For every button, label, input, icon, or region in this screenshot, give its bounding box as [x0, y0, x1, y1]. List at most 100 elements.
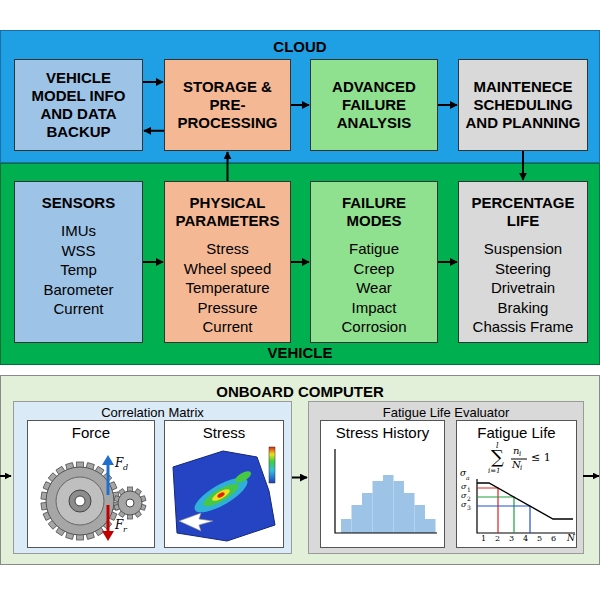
box-item: Temp — [60, 260, 97, 280]
axes — [335, 449, 437, 533]
force-arrowhead — [102, 531, 114, 541]
force-arrow-r — [107, 505, 110, 535]
chart-label: 1 — [481, 535, 486, 543]
large-gear — [41, 462, 119, 540]
figure-box: Stress — [164, 420, 284, 548]
process-box: PHYSICAL PARAMETERSStressWheel speedTemp… — [164, 181, 291, 343]
box-title: VEHICLE MODEL INFO AND DATA BACKUP — [21, 69, 136, 141]
process-box: VEHICLE MODEL INFO AND DATA BACKUP — [14, 59, 143, 151]
chart-label: 5 — [537, 535, 542, 543]
panel-title: Correlation Matrix — [101, 405, 204, 421]
chart-label: 1 — [467, 487, 471, 493]
box-item: Braking — [498, 298, 549, 318]
histogram-bars — [341, 475, 436, 533]
force-symbol: r — [123, 526, 127, 534]
box-item: Fatigue — [349, 239, 399, 259]
stress-level-3 — [477, 506, 530, 533]
chart-label: 6 — [551, 535, 556, 543]
stress-zone — [233, 469, 253, 485]
chart-label: σ — [460, 469, 466, 478]
small-gear — [114, 487, 146, 519]
group-panel: Correlation Matrix ForceFdFr Stress — [13, 401, 292, 554]
box-item: Barometer — [43, 280, 113, 300]
chart-label: σ — [461, 501, 466, 509]
box-title: PHYSICAL PARAMETERS — [169, 194, 286, 230]
process-box: SENSORS IMUsWSSTempBarometerCurrent — [14, 181, 143, 343]
box-title: MAINTENECE SCHEDULING AND PLANNING — [465, 78, 581, 132]
stress-peak — [217, 491, 226, 498]
box-item: Current — [202, 317, 252, 337]
chart-label: ∑ — [491, 448, 504, 466]
box-item: Temperature — [185, 278, 269, 298]
box-item: Wear — [356, 278, 392, 298]
panel-title: Fatigue Life Evaluator — [383, 405, 509, 421]
process-box: PERCENTAGE LIFE SuspensionSteeringDrivetr… — [458, 181, 588, 343]
box-item: IMUs — [61, 221, 96, 241]
chart-label: l — [496, 442, 499, 450]
histogram-bar — [341, 519, 352, 533]
chart-label: i — [520, 465, 522, 472]
chart-label: a — [466, 475, 470, 481]
box-item: Suspension — [484, 239, 562, 259]
force-arrowhead — [102, 455, 114, 465]
axes — [477, 479, 575, 533]
box-title: Stress — [203, 424, 246, 442]
group-panel: Fatigue Life Evaluator Stress History Fa… — [308, 401, 584, 554]
process-box: ADVANCED FAILURE ANALYSIS — [310, 59, 438, 151]
box-item: Current — [53, 299, 103, 319]
gear-hub — [69, 490, 91, 512]
histogram-bar — [425, 519, 436, 533]
chart-label: 3 — [509, 535, 514, 543]
stress-zone — [201, 480, 242, 510]
histogram-bar — [383, 475, 394, 533]
stress-level-1 — [477, 488, 498, 533]
box-item: Corrosion — [341, 317, 406, 337]
box-item: Pressure — [197, 298, 257, 318]
chart-label: 2 — [495, 535, 500, 543]
gear-body — [118, 491, 142, 515]
panel-title: CLOUD — [273, 38, 326, 56]
box-item: Wheel speed — [184, 259, 272, 279]
box-title: Force — [72, 424, 110, 442]
box-title: STORAGE & PRE-PROCESSING — [171, 78, 284, 132]
stressed-part — [173, 451, 275, 541]
box-title: Stress History — [336, 424, 429, 442]
gear-bore — [126, 499, 134, 507]
process-box: MAINTENECE SCHEDULING AND PLANNING — [458, 59, 588, 151]
color-bar — [269, 447, 275, 483]
chart-label: N — [512, 460, 521, 470]
box-item: WSS — [61, 241, 95, 261]
panel-title: ONBOARD COMPUTER — [216, 383, 384, 401]
chart-label: σ — [461, 492, 466, 500]
load-arrow — [179, 513, 213, 531]
sn-curve — [477, 483, 573, 519]
chart-label: i=1 — [488, 468, 501, 475]
force-symbol: F — [115, 519, 123, 531]
chart-label: 4 — [523, 535, 528, 543]
cloud-band: CLOUD VEHICLE MODEL INFO AND DATA BACKUP S… — [0, 30, 600, 163]
box-item: Chassis Frame — [473, 317, 574, 337]
chart-label: ≤ 1 — [531, 452, 551, 463]
figure-box: Stress History — [320, 420, 445, 548]
box-title: SENSORS — [42, 194, 115, 212]
force-symbol: F — [115, 457, 123, 469]
chart-label: i — [519, 451, 521, 458]
figure-box: ForceFdFr — [27, 420, 155, 548]
box-item: Drivetrain — [491, 278, 555, 298]
histogram-bar — [352, 505, 363, 533]
force-arrow-d — [107, 461, 110, 495]
box-title: Fatigue Life — [477, 424, 555, 442]
chart-label: σ — [461, 483, 466, 491]
gear-bore — [75, 496, 85, 506]
chart-label: N — [567, 534, 575, 543]
process-box: FAILURE MODESFatigueCreepWearImpactCorro… — [310, 181, 438, 343]
process-box: STORAGE & PRE-PROCESSING — [164, 59, 291, 151]
box-item: Steering — [495, 259, 551, 279]
gear-body — [46, 467, 114, 535]
histogram-bar — [415, 505, 426, 533]
box-item: Creep — [354, 259, 395, 279]
box-title: PERCENTAGE LIFE — [463, 194, 583, 230]
stress-zone — [211, 487, 232, 503]
